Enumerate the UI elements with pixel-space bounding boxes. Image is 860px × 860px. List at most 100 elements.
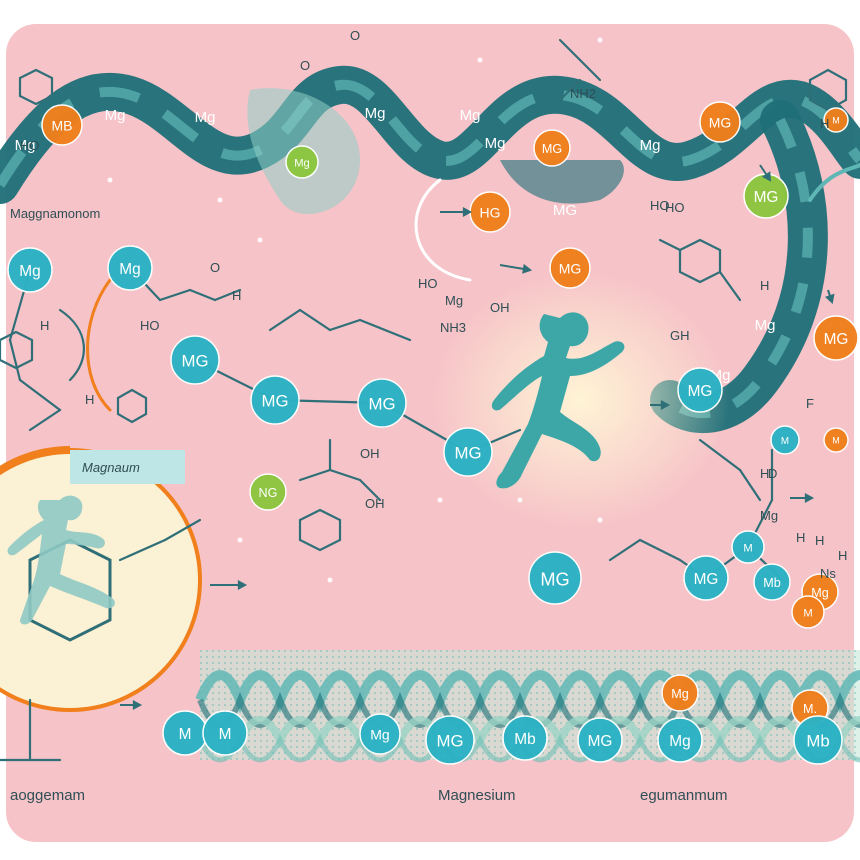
curve	[808, 163, 860, 202]
bond	[358, 478, 382, 502]
inset-running-figure	[7, 495, 115, 625]
bond	[8, 338, 22, 382]
helix-node: MG	[425, 715, 475, 765]
helix-node: Mb	[502, 715, 548, 761]
chem-label: F	[806, 396, 814, 411]
sparkle	[477, 57, 483, 63]
bond	[718, 270, 742, 302]
chem-label: O	[210, 260, 220, 275]
bond	[118, 538, 167, 562]
bond	[328, 468, 362, 482]
helix-strand-a	[195, 670, 860, 714]
node-label: Mg	[671, 687, 689, 701]
node-label: MG	[454, 444, 481, 463]
chem-label: NH3	[440, 320, 466, 335]
node-label: MG	[688, 383, 713, 400]
molecule-node: NG	[249, 473, 287, 511]
label-bottom-left: aoggemam	[10, 787, 85, 804]
helix-node: Mg	[359, 713, 401, 755]
helix-node: Mb	[793, 715, 843, 765]
ribbon-label: Mg	[365, 105, 386, 122]
molecule-node: MG	[813, 315, 859, 361]
node-label: Mb	[514, 731, 535, 748]
ribbon-node-text: Mg	[365, 105, 386, 122]
chem-label: HO	[650, 198, 670, 213]
bond	[18, 378, 62, 412]
node-label: M	[179, 726, 192, 743]
node-label: MG	[261, 392, 288, 411]
node-label: Mg	[119, 261, 140, 278]
sparkle	[517, 497, 523, 503]
node-label: MG	[368, 395, 395, 414]
label-inset-tab: Magnaum	[82, 460, 140, 475]
helix-strand-c	[196, 716, 860, 749]
chem-label: OH	[490, 300, 510, 315]
molecule-node: Mg	[285, 145, 319, 179]
bond	[658, 238, 682, 252]
node-label: Mb	[763, 576, 781, 590]
pink-background	[6, 24, 854, 842]
orange-curve	[86, 278, 112, 412]
helix-strand-d	[197, 734, 860, 763]
molecule-node: MG	[533, 129, 571, 167]
chem-label: H	[815, 533, 824, 548]
ring-structures	[0, 68, 848, 552]
arrows	[120, 164, 835, 711]
ribbon-label: Mg	[105, 107, 126, 124]
chem-label: Mg	[760, 508, 778, 523]
inset-tab	[70, 450, 185, 484]
arrow-head	[804, 492, 815, 504]
bond	[188, 288, 217, 302]
molecule-node: MG	[677, 367, 723, 413]
bond	[28, 408, 62, 432]
label-top-left: Maggnamonom	[10, 206, 100, 221]
molecule-node: M	[823, 107, 849, 133]
molecule-node: Mg	[107, 245, 153, 291]
ribbon-node-text: Mg	[15, 137, 36, 154]
node-label: MG	[824, 331, 849, 348]
bond	[698, 438, 742, 472]
ribbon-node-text: Mg	[105, 107, 126, 124]
helix-node: Mg	[661, 674, 699, 712]
node-label: MG	[709, 115, 732, 131]
arrow-head	[462, 206, 473, 218]
bond	[213, 288, 242, 302]
bond	[268, 308, 302, 332]
arrow-head	[522, 263, 533, 274]
molecule-node: HG	[469, 191, 511, 233]
ribbon-node-text: Mg	[460, 107, 481, 124]
node-label: HG	[480, 205, 501, 221]
node-label: MG	[754, 189, 779, 206]
arrow-head	[660, 399, 671, 411]
node-label: M	[743, 542, 752, 554]
node-label: M	[803, 607, 812, 619]
molecule-node: Mb	[753, 563, 791, 601]
sparkle	[107, 177, 113, 183]
molecule-node: MB	[41, 104, 83, 146]
chem-label: H	[820, 116, 829, 131]
molecule-node: MG	[528, 551, 582, 605]
bond	[328, 318, 362, 332]
ribbon-label: MG	[553, 202, 577, 219]
ribbon-label: Mg	[460, 107, 481, 124]
helix-node: Mg	[657, 717, 703, 763]
node-label: Mg	[19, 263, 40, 280]
sparkle	[327, 577, 333, 583]
helix-node: M	[162, 710, 208, 756]
bond	[358, 318, 412, 342]
chem-label: H	[760, 466, 769, 481]
arrow-head	[132, 699, 143, 711]
molecule-node: Mg	[7, 247, 53, 293]
node-label: Mg	[669, 733, 690, 750]
node-label: MG	[588, 733, 613, 750]
molecule-node: M	[770, 425, 800, 455]
curve	[58, 308, 85, 382]
molecule-node: M	[791, 595, 825, 629]
chem-label: HO	[20, 138, 40, 153]
ribbon-node-text: Mg	[195, 109, 216, 126]
node-label: MG	[542, 142, 562, 156]
chem-label: H	[838, 548, 847, 563]
chem-label: H	[40, 318, 49, 333]
sparkle	[437, 497, 443, 503]
